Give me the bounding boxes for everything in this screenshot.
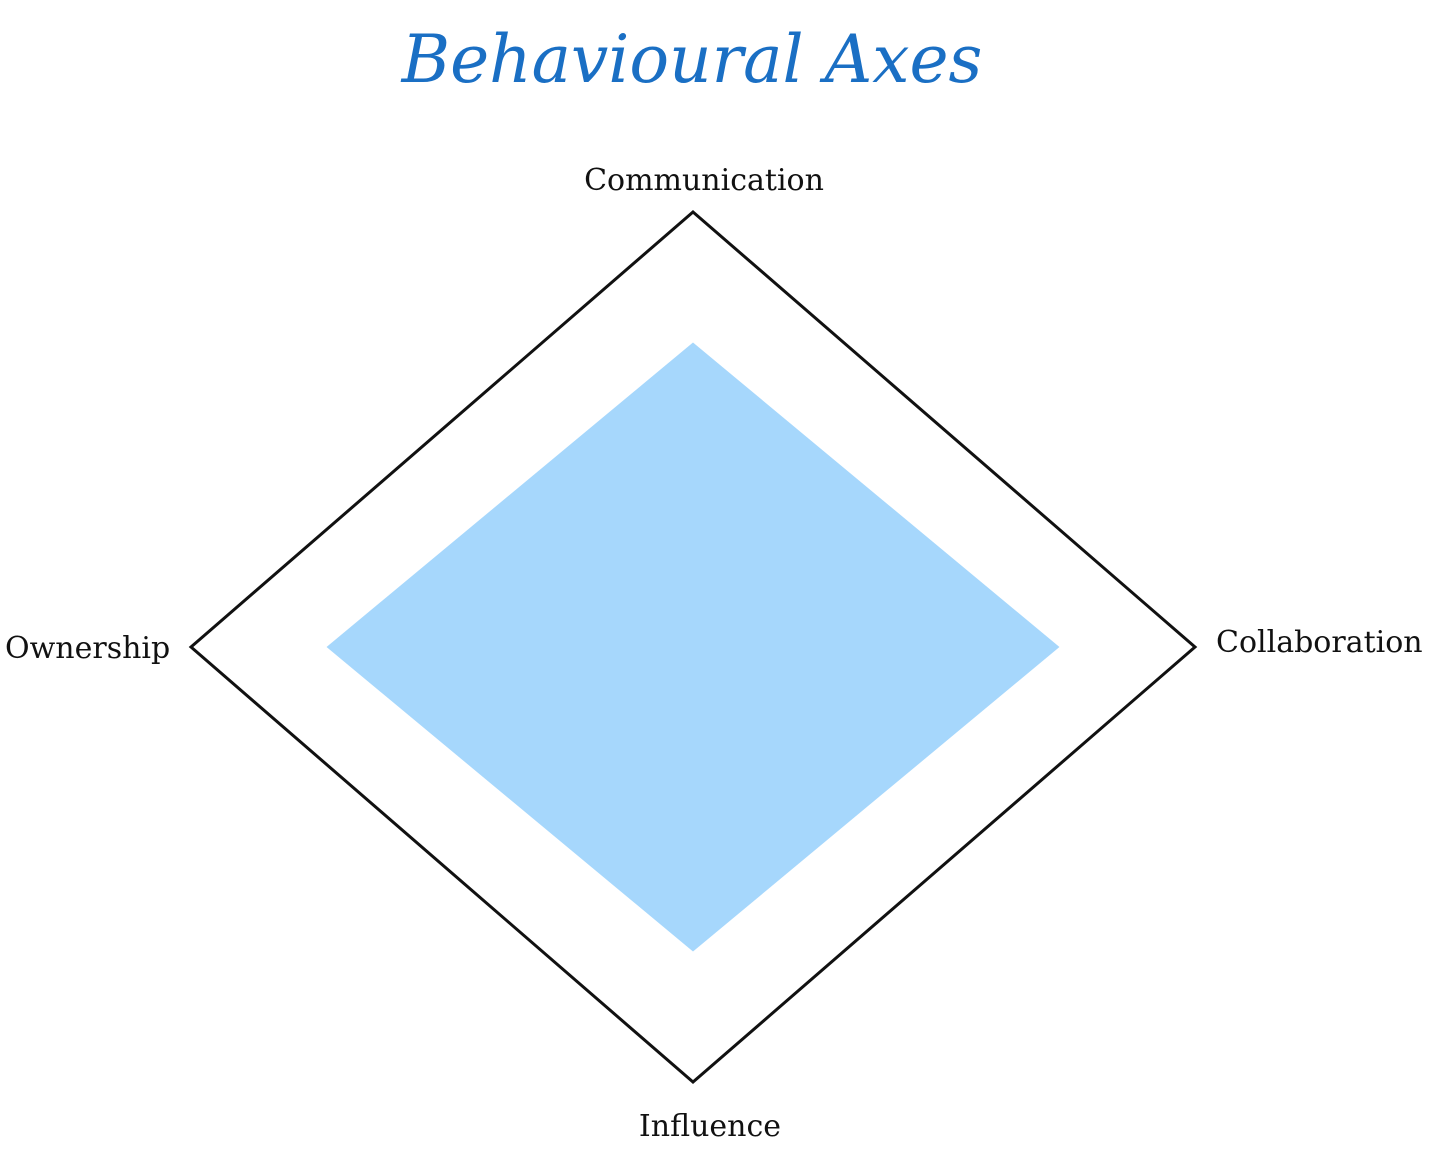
axis-outer-frame — [188, 210, 1198, 1084]
axis-label-collaboration: Collaboration — [1216, 625, 1423, 660]
axis-label-ownership: Ownership — [5, 631, 170, 666]
series-area-0 — [326, 342, 1060, 952]
axis-label-influence: Influence — [639, 1109, 781, 1144]
chart-title: Behavioural Axes — [401, 21, 983, 98]
axis-label-communication: Communication — [584, 163, 824, 198]
